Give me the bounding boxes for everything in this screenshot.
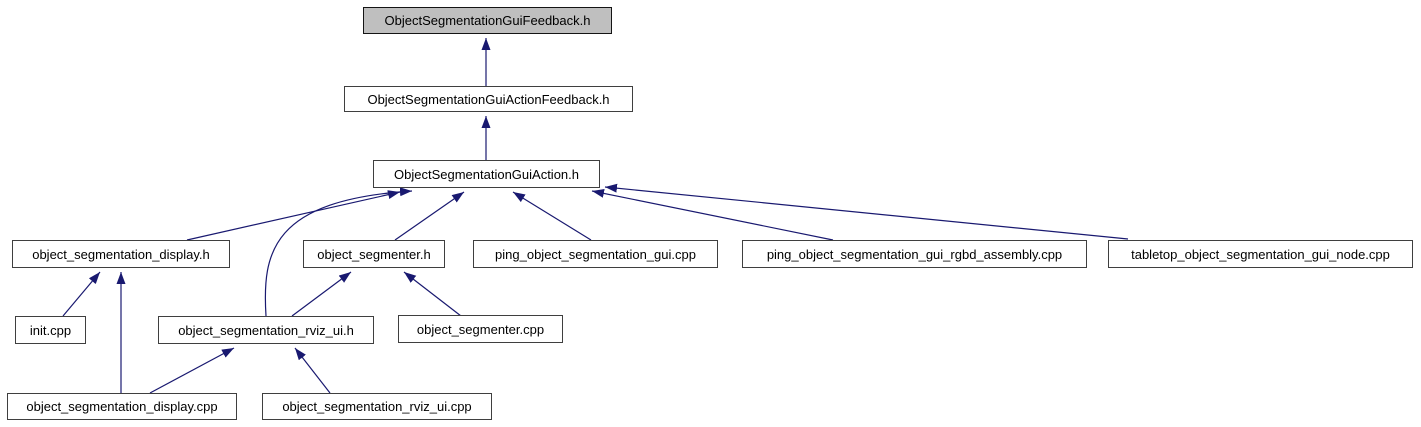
node-rviz_ui_cpp[interactable]: object_segmentation_rviz_ui.cpp (262, 393, 492, 420)
node-display_cpp[interactable]: object_segmentation_display.cpp (7, 393, 237, 420)
edge-rviz_ui_h-to-segmenter_h (291, 271, 352, 317)
node-ping_gui_cpp[interactable]: ping_object_segmentation_gui.cpp (473, 240, 718, 268)
node-tabletop_cpp[interactable]: tabletop_object_segmentation_gui_node.cp… (1108, 240, 1413, 268)
edge-segmenter_cpp-to-segmenter_h (403, 271, 462, 317)
edge-display_h-to-action_h (186, 190, 401, 241)
node-rgbd_cpp[interactable]: ping_object_segmentation_gui_rgbd_assemb… (742, 240, 1087, 268)
node-init_cpp[interactable]: init.cpp (15, 316, 86, 344)
edge-ping_gui_cpp-to-action_h (512, 191, 592, 241)
edge-rviz_ui_cpp-to-rviz_ui_h (294, 347, 331, 394)
node-segmenter_cpp[interactable]: object_segmenter.cpp (398, 315, 563, 343)
node-feedback_h: ObjectSegmentationGuiFeedback.h (363, 7, 612, 34)
node-display_h[interactable]: object_segmentation_display.h (12, 240, 230, 268)
edge-rgbd_cpp-to-action_h (591, 188, 834, 241)
node-rviz_ui_h[interactable]: object_segmentation_rviz_ui.h (158, 316, 374, 344)
node-actionfeedback_h[interactable]: ObjectSegmentationGuiActionFeedback.h (344, 86, 633, 112)
node-segmenter_h[interactable]: object_segmenter.h (303, 240, 445, 268)
node-action_h[interactable]: ObjectSegmentationGuiAction.h (373, 160, 600, 188)
edge-init_cpp-to-display_h (62, 271, 101, 317)
edge-segmenter_h-to-action_h (394, 191, 465, 241)
edge-tabletop_cpp-to-action_h (604, 183, 1129, 240)
edge-display_cpp-to-rviz_ui_h (149, 347, 235, 394)
edge-rviz_ui_h-to-action_h (264, 187, 413, 317)
